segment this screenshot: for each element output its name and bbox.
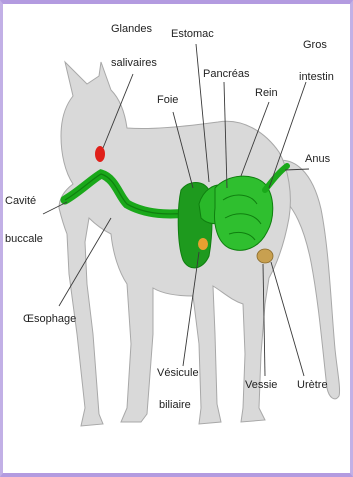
gall-bladder xyxy=(198,238,208,250)
label-glandes-line1: Glandes xyxy=(111,23,152,35)
label-glandes-line2: salivaires xyxy=(111,57,157,69)
label-vesicule-line1: Vésicule xyxy=(157,367,199,379)
label-cavite-line1: Cavité xyxy=(5,195,36,207)
label-gros-intestin-line1: Gros xyxy=(303,39,327,51)
label-estomac: Estomac xyxy=(171,28,214,40)
label-anus: Anus xyxy=(305,153,331,165)
label-foie: Foie xyxy=(157,94,178,106)
label-vesicule-line2: biliaire xyxy=(159,399,191,411)
label-cavite-line2: buccale xyxy=(5,233,43,245)
cat-anatomy-figure: Glandes salivaires Estomac Pancréas Foie… xyxy=(3,4,350,473)
label-uretre: Urètre xyxy=(297,379,328,391)
label-gros-intestin-line2: intestin xyxy=(299,71,334,83)
label-rein: Rein xyxy=(255,87,278,99)
label-oesophage: Œsophage xyxy=(23,313,76,325)
bladder xyxy=(257,249,273,263)
label-vessie: Vessie xyxy=(245,379,277,391)
salivary-gland xyxy=(95,146,105,162)
label-pancreas: Pancréas xyxy=(203,68,250,80)
